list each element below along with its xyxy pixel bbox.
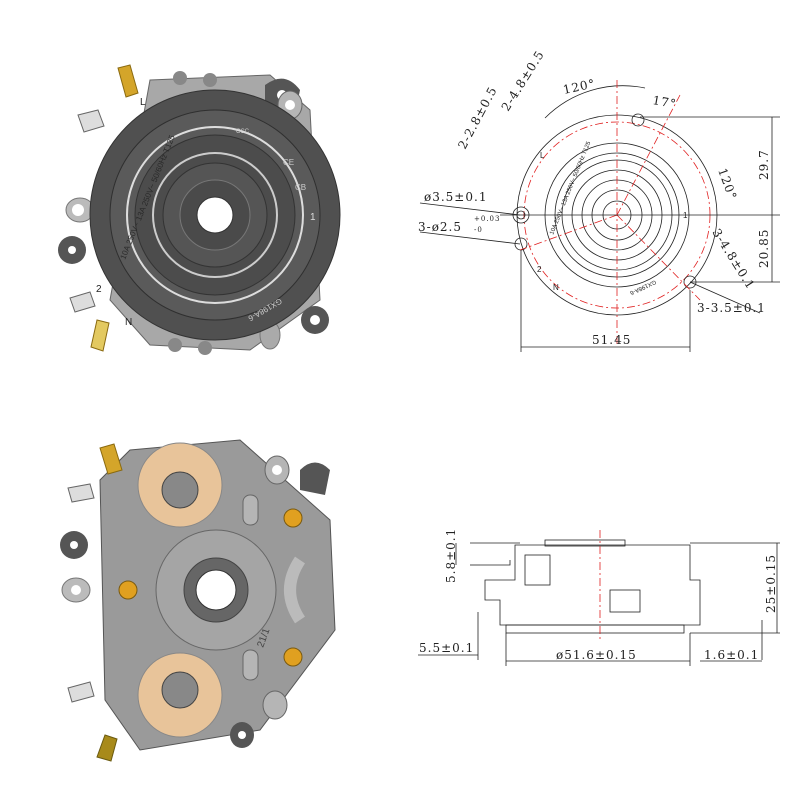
side-view-drawing: 5.8±0.1 25±0.15 5.5±0.1 ø51.6±0.15 1.6±0… [418,528,780,666]
drawing-terminal-l: L [540,151,545,160]
dim-hole-dia: ø3.5±0.1 [424,190,487,204]
dim-hole-small-tol: +0.03 [474,215,500,223]
drawing-rating-marking: 10A 250V~ 13A 250V~ 50/60Hz T125 [549,140,592,236]
cert-ce: CE [283,158,294,167]
dim-tab-small: 2-2.8±0.5 [455,84,500,151]
top-view-drawing: 2-4.8±0.5 2-2.8±0.5 120° 17° 120° ø3.5±0… [418,48,780,352]
dim-total-height: 25±0.15 [764,554,778,613]
terminal-label-1: 1 [310,212,316,223]
dim-diameter: ø51.6±0.15 [556,648,637,662]
dim-tab-large: 2-4.8±0.5 [499,48,547,114]
terminal-label-2: 2 [96,284,102,295]
drawing-terminal-1: 1 [683,211,688,220]
drawing-terminal-n: N [553,283,559,292]
dim-step: 1.6±0.1 [704,648,759,662]
terminal-label-l: L [140,97,146,108]
dim-base-height: 5.5±0.1 [419,641,474,655]
dim-slot-hole: 3-3.5±0.1 [697,301,766,315]
dim-angle-top: 120° [562,76,597,97]
dim-height-upper: 29.7 [757,149,771,180]
cert-cb: CB [295,183,306,192]
dim-top-height: 5.8±0.1 [444,528,458,583]
dim-angle-small: 17° [651,93,677,111]
dim-hole-small: 3-ø2.5 [418,220,462,234]
dim-width: 51.45 [592,333,631,347]
drawing-model-marking: GX198A-6 [628,278,657,296]
top-photo: 10A 250V~ 13A 250V~ 50/60Hz T125 L 1 2 N… [58,64,341,355]
bottom-photo: 21/1 [60,439,336,762]
dim-hole-small-tol-low: -0 [474,226,483,234]
drawing-terminal-2: 2 [537,265,542,274]
cert-ccc: CCC [236,129,250,135]
dim-angle-right: 120° [715,166,739,202]
dim-height-lower: 20.85 [757,229,771,268]
terminal-label-n: N [125,317,132,328]
